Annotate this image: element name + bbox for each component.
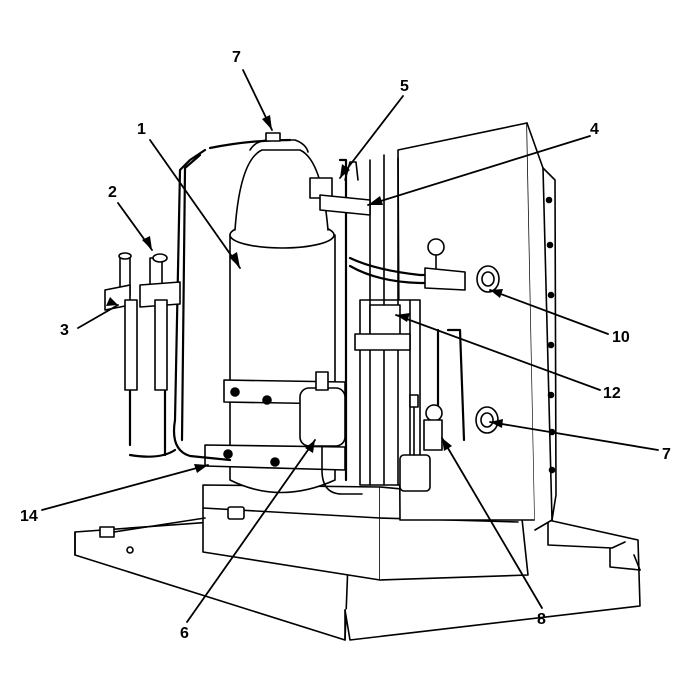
pressure-gauge: [424, 238, 500, 293]
callout-7-right: 7: [662, 446, 671, 463]
service-valves: [104, 252, 181, 391]
callout-4: 4: [590, 121, 599, 138]
callout-6: 6: [180, 625, 189, 642]
callout-5: 5: [400, 78, 409, 95]
callout-2: 2: [108, 184, 117, 201]
filter-drier: [299, 371, 363, 495]
solenoid-valve: [354, 304, 411, 351]
upper-valve-assembly: [309, 161, 371, 216]
callout-14: 14: [20, 508, 38, 525]
sight-port: [475, 406, 499, 434]
arrowheads: [106, 115, 503, 473]
top-fitting: [265, 132, 281, 142]
callout-12: 12: [603, 385, 621, 402]
drain-valve: [99, 517, 206, 554]
callout-7-top: 7: [232, 49, 241, 66]
expansion-valve: [399, 394, 443, 492]
leader-lines: [41, 69, 659, 623]
callout-10: 10: [612, 329, 630, 346]
refrigerant-piping: [128, 138, 466, 482]
callout-1: 1: [137, 121, 146, 138]
callout-8: 8: [537, 611, 546, 628]
callout-3: 3: [60, 322, 69, 339]
